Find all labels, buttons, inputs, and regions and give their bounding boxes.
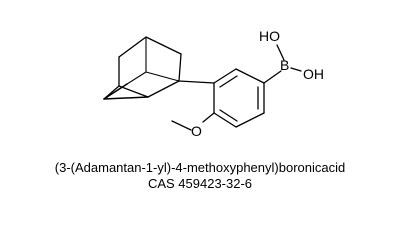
- aryl-oxygen-bond: [202, 112, 215, 123]
- ring-bond: [235, 112, 265, 128]
- compound-name: (3-(Adamantan-1-yl)-4-methoxyphenyl)boro…: [54, 160, 346, 175]
- boron-hydroxyl-bond: [290, 67, 302, 72]
- cas-number: CAS 459423-32-6: [147, 176, 253, 191]
- hydroxyl-label-right: OH: [303, 66, 324, 82]
- chemical-structure-drawing: HO B OH O: [103, 28, 324, 139]
- adamantane-bond: [145, 71, 180, 82]
- adamantane-bond: [103, 96, 149, 100]
- boron-hydroxyl-bond: [276, 44, 285, 61]
- adamantyl-aryl-bond: [178, 80, 215, 84]
- adamantane-bond: [178, 53, 182, 82]
- oxygen-methyl-bond: [171, 120, 192, 131]
- methoxy-oxygen-label: O: [191, 123, 202, 139]
- ring-bond: [235, 68, 265, 84]
- adamantane-bond: [103, 83, 128, 100]
- boronic-acid-group: HO B OH: [259, 28, 324, 84]
- methoxy-group: O: [171, 112, 215, 139]
- adamantane-bond: [118, 36, 147, 58]
- ring-bond: [213, 68, 237, 84]
- adamantane-bond: [126, 71, 147, 85]
- boron-label: B: [280, 57, 289, 73]
- adamantane-bond: [147, 80, 180, 98]
- adamantane-bond: [118, 85, 149, 98]
- ring-double-bond: [219, 75, 238, 88]
- adamantane-bond: [145, 36, 182, 55]
- hydroxyl-label-top: HO: [259, 28, 280, 44]
- ring-double-bond: [219, 109, 238, 122]
- aryl-ring: [178, 68, 265, 128]
- compound-caption: (3-(Adamantan-1-yl)-4-methoxyphenyl)boro…: [0, 160, 400, 192]
- adamantane-cage: [103, 36, 182, 100]
- ring-bond: [213, 112, 237, 128]
- aryl-boron-bond: [263, 70, 282, 84]
